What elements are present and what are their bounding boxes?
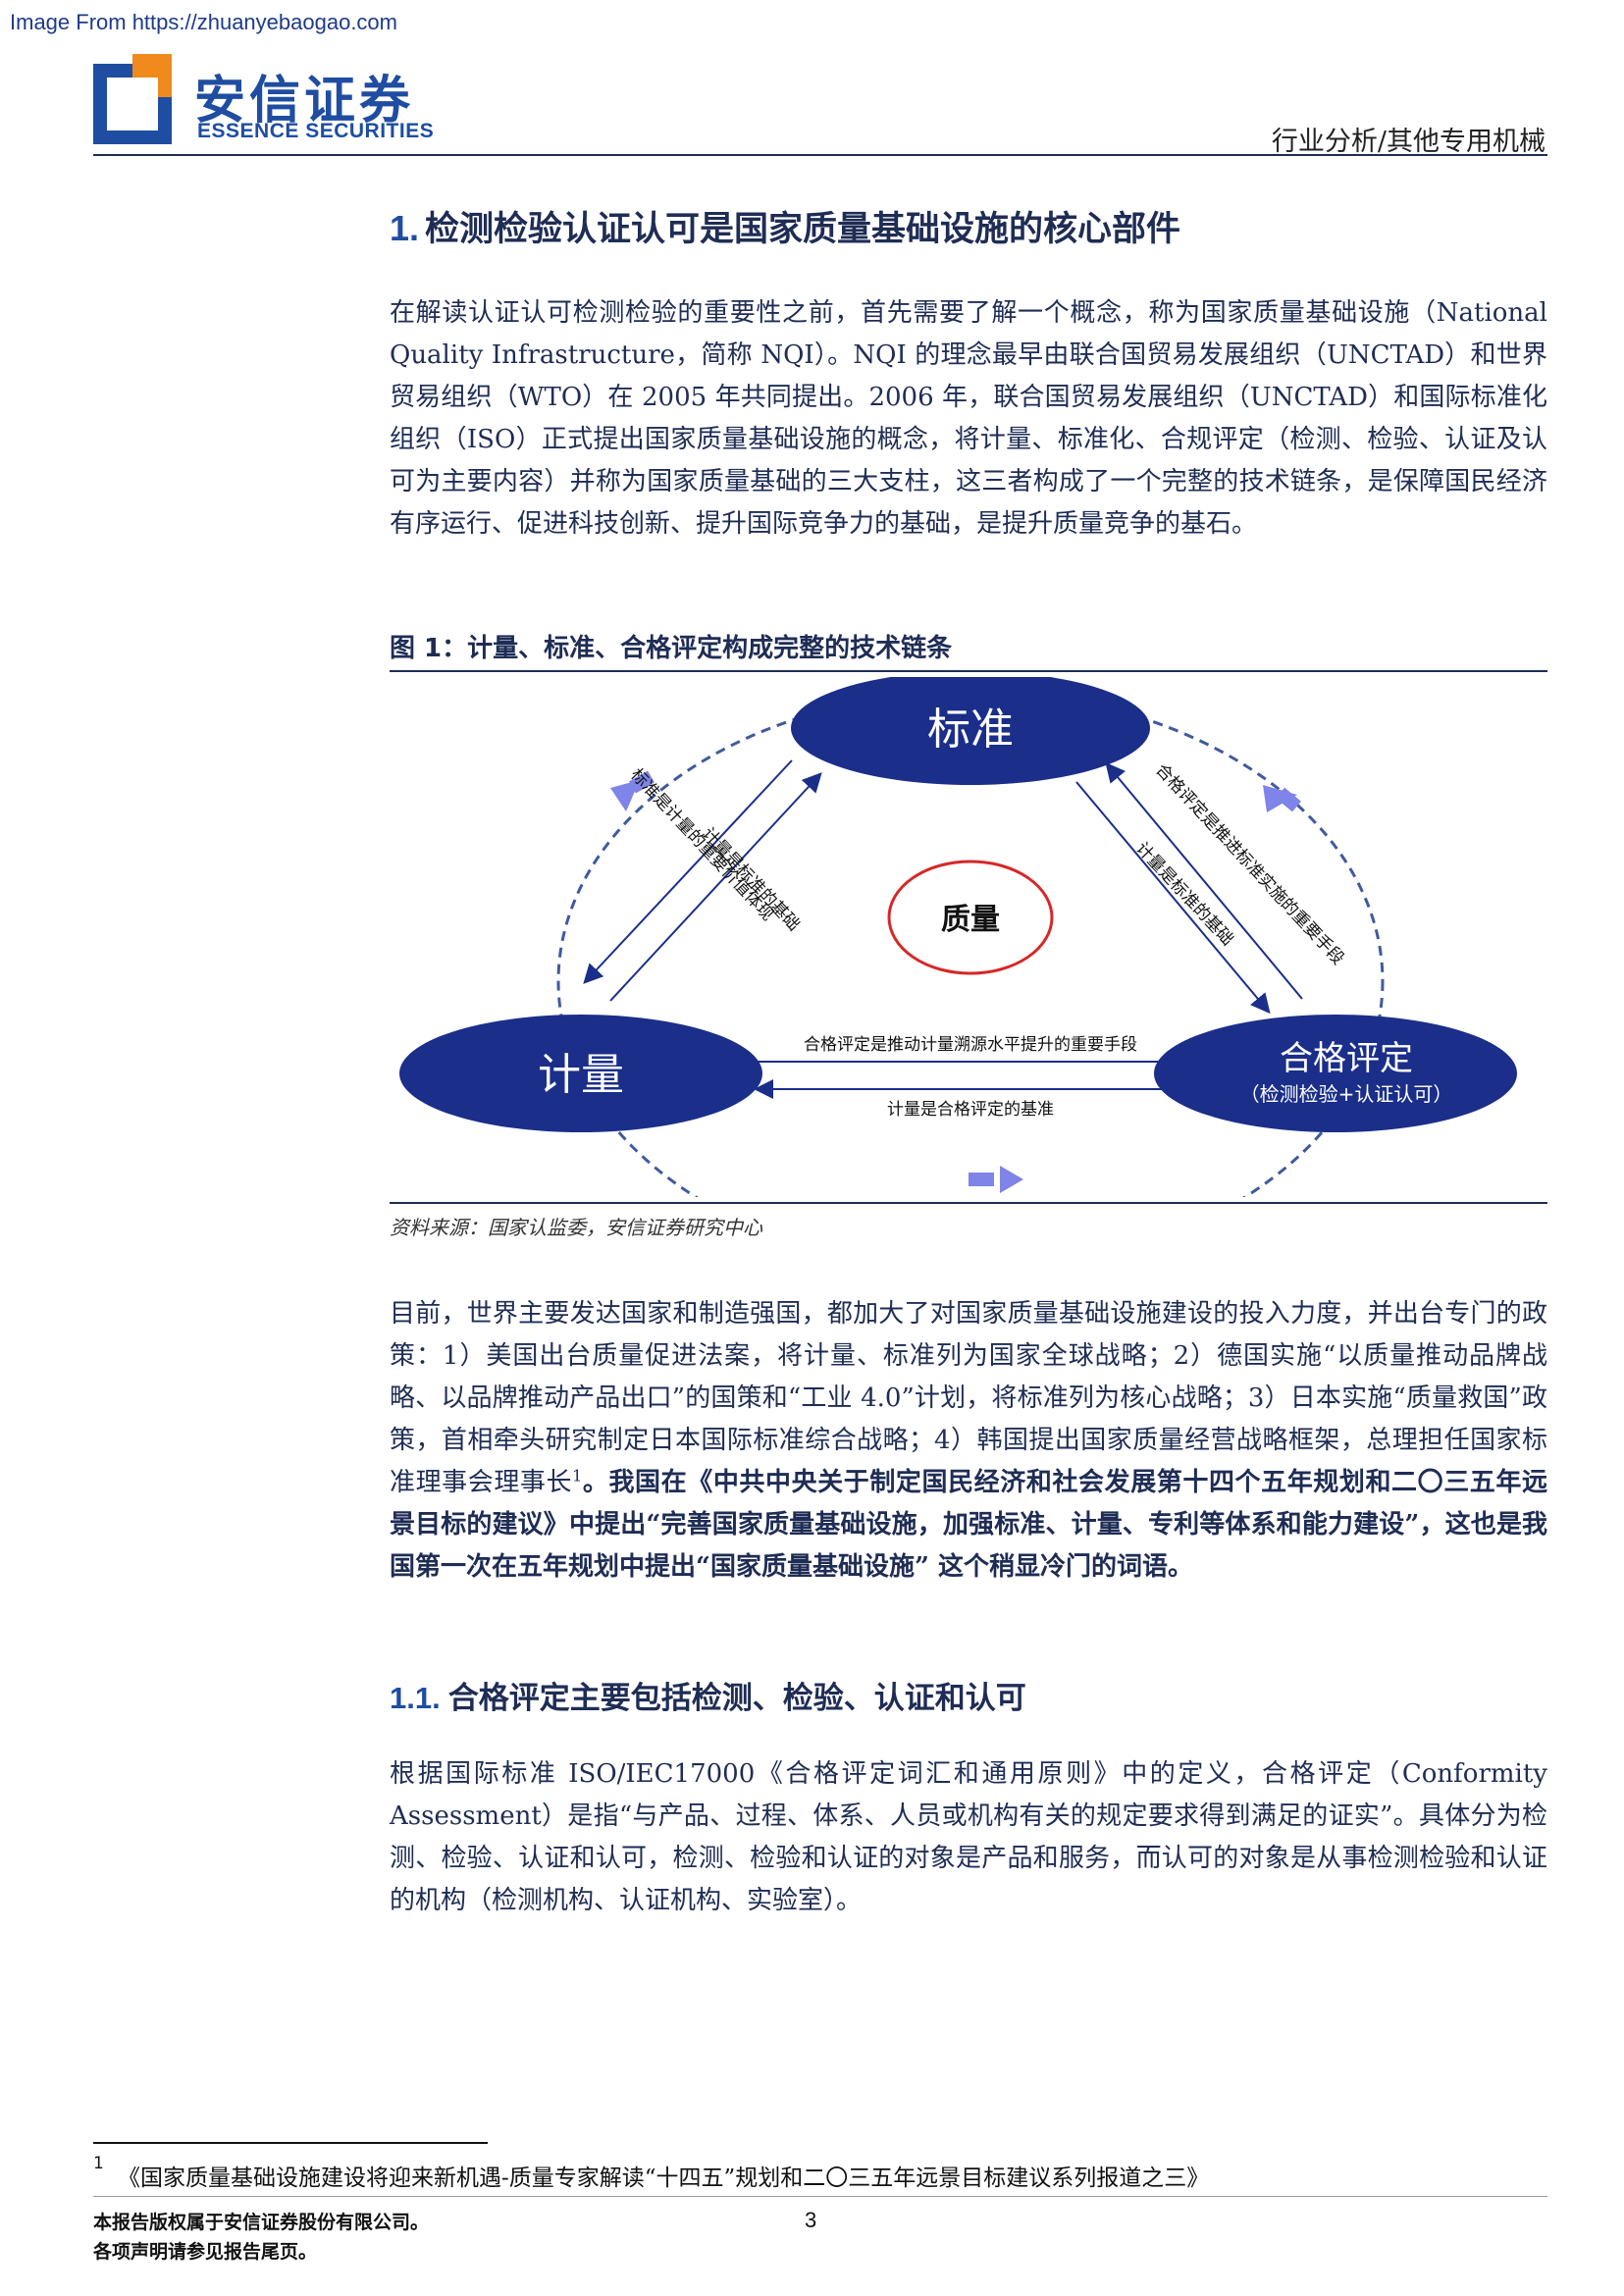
arrow-right-to-top-outer <box>1105 761 1303 1000</box>
header-divider <box>93 154 1547 156</box>
source-url-note[interactable]: Image From https://zhuanyebaogao.com <box>10 10 397 34</box>
figure-top-rule <box>390 670 1547 672</box>
logo-chinese-name: 安信证券 <box>194 72 415 130</box>
node-standard <box>791 677 1150 785</box>
cycle-arrow-left <box>610 780 640 811</box>
footnote-ref[interactable]: 1 <box>572 1466 583 1486</box>
figure-source: 资料来源：国家认监委，安信证券研究中心 <box>390 1216 762 1239</box>
arrow-top-to-right-inner <box>1075 781 1271 1015</box>
arrow-top-to-left-outer <box>583 759 793 984</box>
cycle-arrow-right-tail <box>1276 787 1301 812</box>
footer-disclaimer: 各项声明请参见报告尾页。 <box>93 2241 318 2263</box>
node-metrology <box>399 1015 762 1132</box>
arrow-left-to-top-inner <box>609 772 822 1002</box>
edge-label-bottom-top: 合格评定是推动计量溯源水平提升的重要手段 <box>804 1035 1137 1055</box>
edge-label-right-inner: 计量是标准的基础 <box>1131 839 1236 950</box>
node-conformity-sublabel: （检测检验+认证认可） <box>1240 1082 1453 1106</box>
section-1-paragraph-2: 目前，世界主要发达国家和制造强国，都加大了对国家质量基础设施建设的投入力度，并出… <box>390 1293 1547 1589</box>
node-standard-label: 标准 <box>927 704 1014 755</box>
footnote-number: 1 <box>93 2154 104 2173</box>
edge-label-bottom-bottom: 计量是合格评定的基准 <box>887 1100 1054 1120</box>
cycle-arrow-left-tail <box>628 770 655 794</box>
industry-label: 行业分析/其他专用机械 <box>1271 127 1545 157</box>
cycle-arrow-bottom-tail <box>969 1173 994 1186</box>
node-metrology-label: 计量 <box>538 1050 624 1100</box>
edge-label-right-outer: 合格评定是推进标准实施的重要手段 <box>1151 760 1347 969</box>
essence-logo-icon <box>93 54 172 144</box>
node-conformity <box>1154 1015 1517 1132</box>
section-1-paragraph: 在解读认证认可检测检验的重要性之前，首先需要了解一个概念，称为国家质量基础设施（… <box>390 298 1547 539</box>
cycle-dashed-ring <box>556 690 1385 1197</box>
edge-label-left-inner: 计量是标准的基础 <box>698 824 803 935</box>
footer-divider <box>93 2196 1547 2197</box>
page-number: 3 <box>805 2208 817 2232</box>
footnote-rule <box>93 2142 488 2144</box>
tech-chain-diagram: 标准 计量 合格评定 （检测检验+认证认可） 质量 标准是计量的重要价值体现 标… <box>399 677 1517 1197</box>
section-1-1-heading: 1.1.合格评定主要包括检测、检验、认证和认可 <box>390 1673 1026 1717</box>
node-quality-ring <box>887 860 1054 975</box>
logo-english-name: ESSENCE SECURITIES <box>197 120 435 142</box>
section-1-1-paragraph: 根据国际标准 ISO/IEC17000《合格评定词汇和通用原则》中的定义，合格评… <box>390 1759 1547 1915</box>
node-conformity-label: 合格评定 <box>1280 1039 1413 1078</box>
figure-bottom-rule <box>390 1202 1547 1204</box>
node-quality-label: 质量 <box>941 903 1000 937</box>
section-1-title: 检测检验认证认可是国家质量基础设施的核心部件 <box>425 210 1181 249</box>
footnote-text: 《国家质量基础设施建设将迎来新机遇-质量专家解读“十四五”规划和二〇三五年远景目… <box>118 2166 1210 2191</box>
para2-bold: 。我国在《中共中央关于制定国民经济和社会发展第十四个五年规划和二〇三五年远景目标… <box>390 1468 1547 1582</box>
footer-copyright: 本报告版权属于安信证券股份有限公司。 <box>93 2212 430 2233</box>
section-1-1-title: 合格评定主要包括检测、检验、认证和认可 <box>447 1681 1026 1716</box>
cycle-arrow-bottom <box>1000 1166 1023 1193</box>
section-1-number: 1. <box>390 208 420 248</box>
section-1-heading: 1.检测检验认证认可是国家质量基础设施的核心部件 <box>390 201 1180 251</box>
para2-normal: 目前，世界主要发达国家和制造强国，都加大了对国家质量基础设施建设的投入力度，并出… <box>390 1299 1547 1497</box>
section-1-1-number: 1.1. <box>390 1681 441 1715</box>
figure-title: 图 1：计量、标准、合格评定构成完整的技术链条 <box>390 634 953 663</box>
